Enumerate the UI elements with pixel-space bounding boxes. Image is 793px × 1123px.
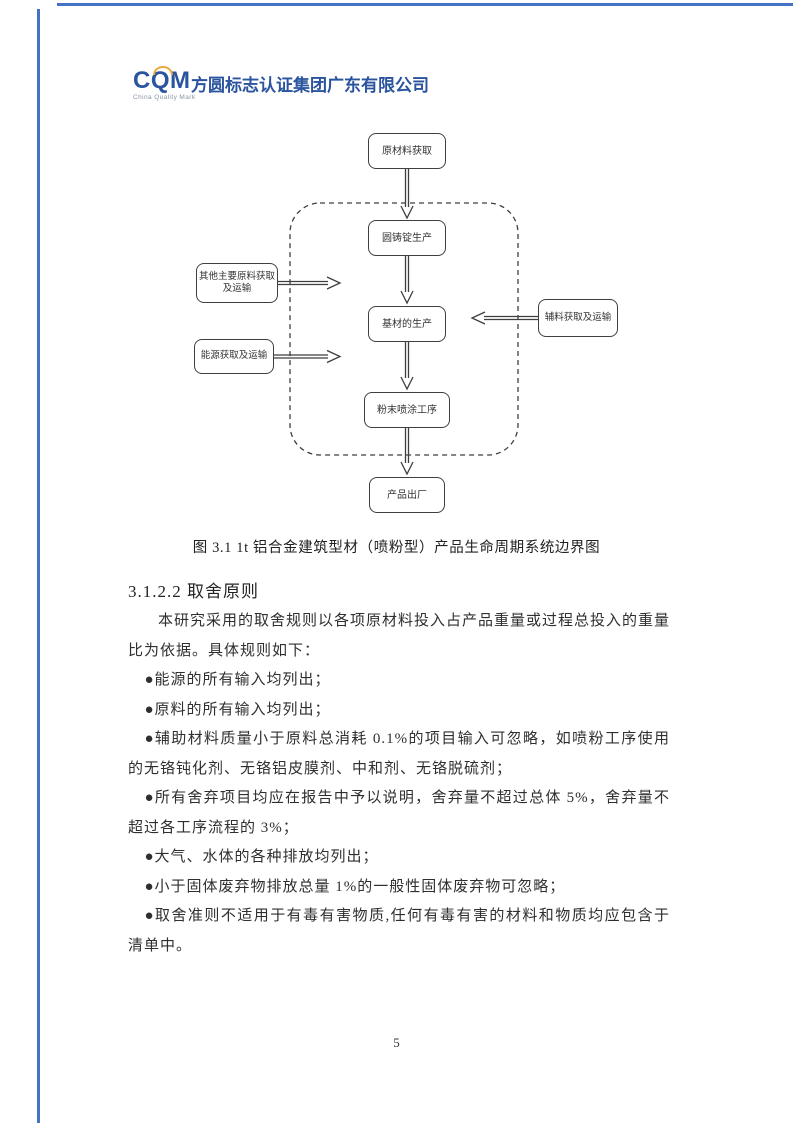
flow-box-label-line1: 其他主要原料获取 (198, 270, 275, 282)
bullet-item: ●原料的所有输入均列出； (144, 701, 331, 718)
flow-box-label: 基材的生产 (382, 318, 432, 330)
flow-box-powder-coating: 粉末喷涂工序 (364, 392, 450, 428)
flow-box-label: 圆铸锭生产 (382, 232, 432, 244)
bullet-item: ●小于固体废弃物排放总量 1%的一般性固体废弃物可忽略； (144, 878, 566, 895)
flow-box-auxiliary: 辅料获取及运输 (538, 299, 618, 337)
section-heading: 3.1.2.2 取舍原则 (128, 582, 259, 601)
flow-box-label-line2: 及运输 (222, 283, 252, 294)
bullet-item: ●能源的所有输入均列出； (144, 672, 331, 688)
page-number: 5 (393, 1035, 400, 1050)
arrow-down-powder-to-product (400, 428, 414, 476)
bullet-item: ●所有舍弃项目均应在报告中予以说明，舍弃量不超过总体 5%，舍弃量不超过各工序流… (128, 790, 670, 836)
logo-subtext: China Quality Mark (133, 94, 196, 101)
arrow-right-energy (273, 349, 342, 364)
arrow-down-ingot-to-base (400, 256, 414, 305)
flow-box-label: 粉末喷涂工序 (377, 404, 437, 416)
figure-caption: 图 3.1 1t 铝合金建筑型材（喷粉型）产品生命周期系统边界图 (192, 540, 601, 556)
arrow-left-auxiliary (470, 311, 538, 325)
bullet-item: ●取舍准则不适用于有毒有害物质,任何有毒有害的材料和物质均应包含于清单中。 (128, 908, 670, 954)
arrow-right-other-materials (276, 276, 342, 290)
bullet-item: ●大气、水体的各种排放均列出； (144, 849, 379, 865)
flow-box-label: 原材料获取 (382, 145, 432, 157)
flow-box-label: 能源获取及运输 (200, 350, 268, 362)
logo-arc-icon (153, 66, 173, 75)
section-body: 本研究采用的取舍规则以各项原材料投入占产品重量或过程总投入的重量比为依据。具体规… (128, 607, 670, 961)
flow-box-raw-material: 原材料获取 (368, 133, 446, 169)
bullet-item: ●辅助材料质量小于原料总消耗 0.1%的项目输入可忽略，如喷粉工序使用的无铬钝化… (128, 731, 670, 777)
page-top-rule (57, 3, 793, 6)
flow-box-base-material: 基材的生产 (368, 306, 446, 342)
intro-paragraph: 本研究采用的取舍规则以各项原材料投入占产品重量或过程总投入的重量比为依据。具体规… (128, 613, 671, 659)
flow-box-label: 辅料获取及运输 (544, 311, 612, 323)
flow-box-round-ingot: 圆铸锭生产 (368, 220, 446, 256)
system-boundary-dashed-box (289, 202, 519, 456)
company-name: 方圆标志认证集团广东有限公司 (191, 76, 429, 95)
page-left-rule (37, 9, 40, 1123)
flow-box-energy: 能源获取及运输 (194, 339, 274, 374)
flow-box-product-delivery: 产品出厂 (369, 477, 445, 513)
arrow-down-raw-to-ingot (400, 169, 414, 220)
flow-box-label: 产品出厂 (387, 489, 427, 501)
cqm-logo: CQM China Quality Mark (133, 66, 196, 101)
flow-box-other-materials: 其他主要原料获取 及运输 (196, 263, 278, 303)
arrow-down-base-to-powder (400, 342, 414, 391)
